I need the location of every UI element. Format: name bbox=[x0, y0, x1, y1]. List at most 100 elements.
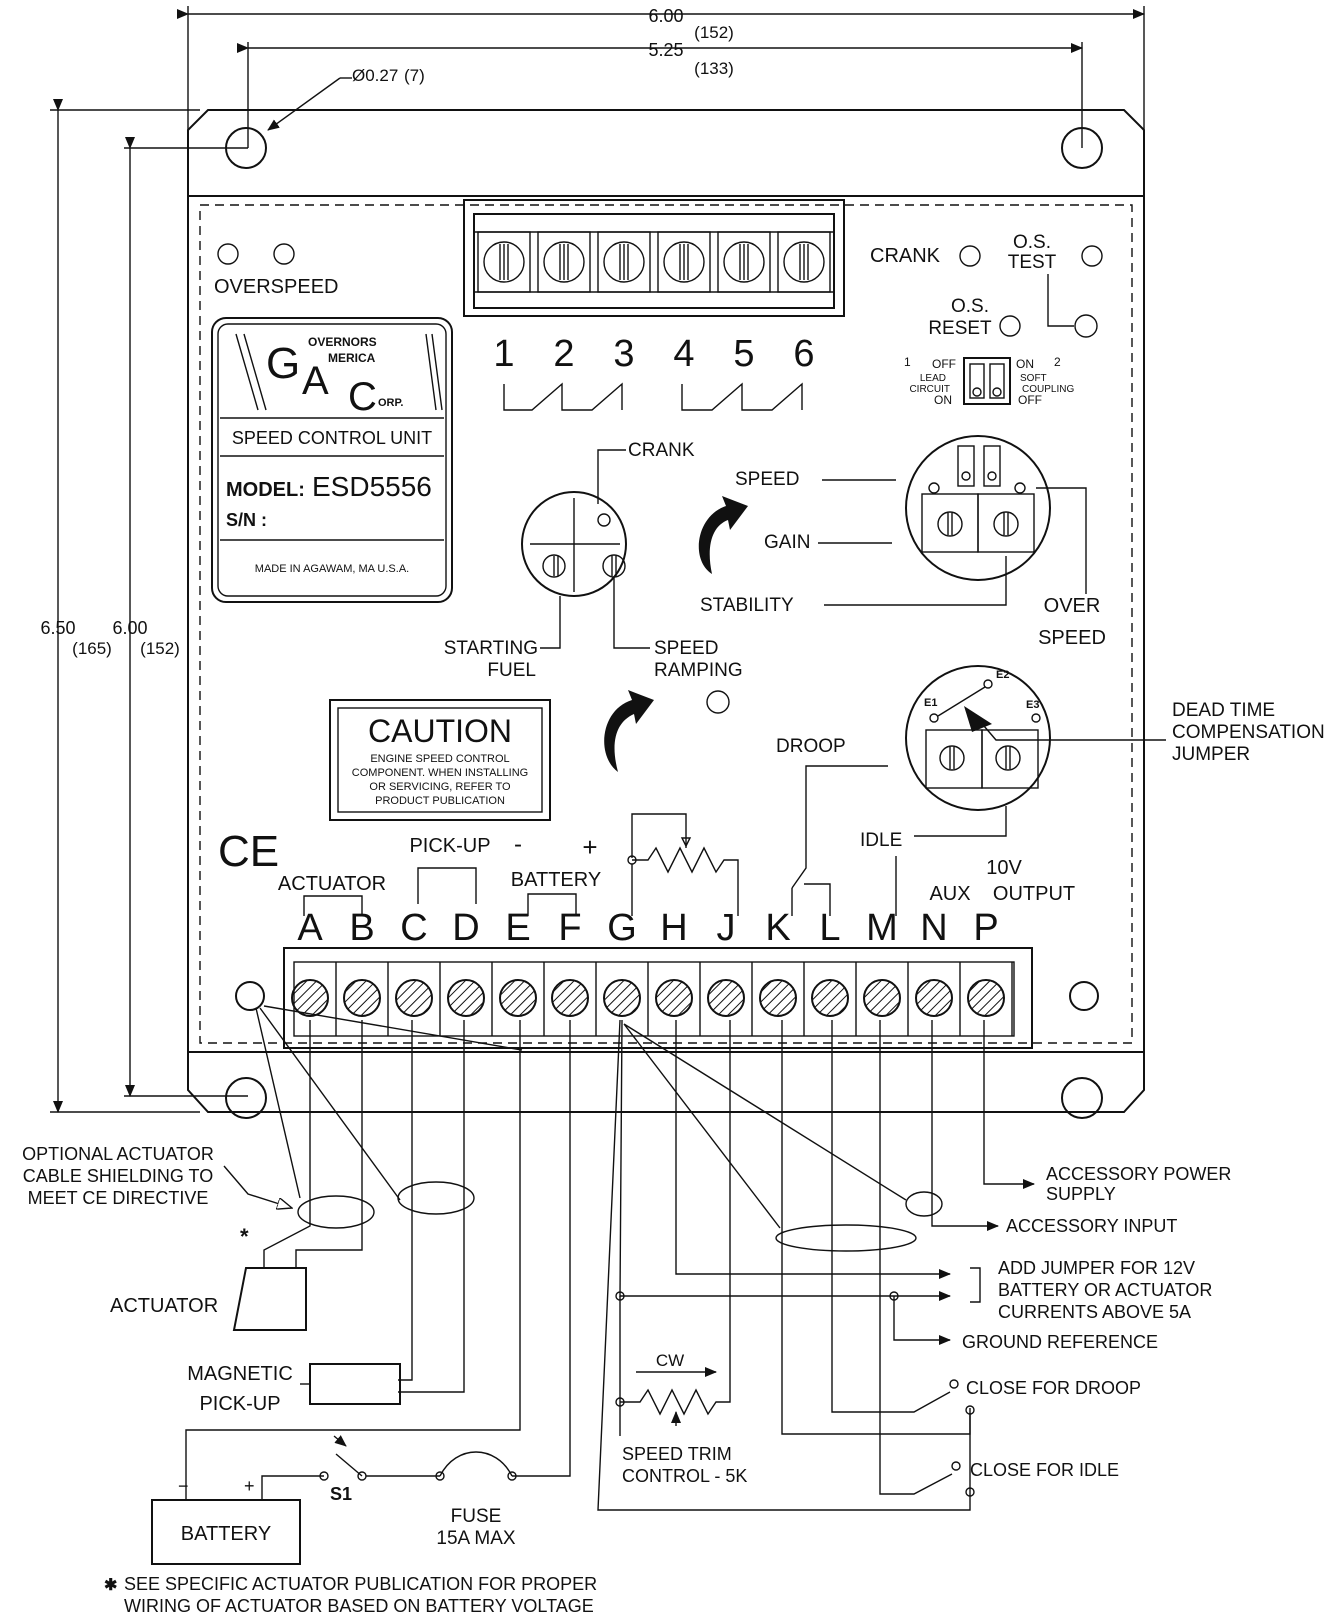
svg-text:ORP.: ORP. bbox=[378, 397, 403, 409]
svg-text:OFF: OFF bbox=[932, 357, 956, 371]
bottom-terminal-screw bbox=[395, 979, 433, 1017]
top-terminal-label: 2 bbox=[553, 333, 574, 375]
bottom-terminal-screw bbox=[603, 979, 641, 1017]
top-terminal-screw bbox=[723, 241, 765, 283]
crank-pot-label: CRANK bbox=[628, 440, 695, 461]
shield-screw-hole bbox=[235, 981, 265, 1011]
overspeed-label: OVERSPEED bbox=[214, 276, 338, 298]
top-terminal-screw bbox=[483, 241, 525, 283]
actuator-group-label: ACTUATOR bbox=[278, 873, 386, 895]
bottom-terminal-label: M bbox=[866, 907, 898, 949]
overspeed-leds: OVERSPEED bbox=[214, 243, 338, 298]
bottom-terminal-label: A bbox=[297, 907, 323, 949]
svg-text:2: 2 bbox=[1054, 355, 1061, 369]
svg-text:COUPLING: COUPLING bbox=[1022, 384, 1074, 395]
asterisk-mark: * bbox=[240, 1224, 249, 1249]
acc-power-label-2: SUPPLY bbox=[1046, 1184, 1116, 1204]
starting-fuel-label-1: STARTING bbox=[444, 638, 538, 659]
mount-hole bbox=[1061, 127, 1103, 169]
bottom-terminal-screw bbox=[655, 979, 693, 1017]
dimensions: 6.00 (152) 5.25 (133) Ø0.27 (7) 6.50 (16… bbox=[40, 6, 1145, 1113]
dead-time-label-2: COMPENSATION bbox=[1172, 722, 1325, 743]
bottom-terminal-label: N bbox=[920, 907, 947, 949]
footnote-line-1: SEE SPECIFIC ACTUATOR PUBLICATION FOR PR… bbox=[124, 1574, 597, 1594]
svg-text:E3: E3 bbox=[1026, 699, 1039, 711]
plate-title: SPEED CONTROL UNIT bbox=[232, 428, 432, 448]
bottom-terminal-label: P bbox=[973, 907, 998, 949]
mount-hole bbox=[225, 1077, 267, 1119]
battery-group-label: BATTERY bbox=[511, 869, 601, 891]
svg-text:1: 1 bbox=[904, 355, 911, 369]
svg-text:MERICA: MERICA bbox=[328, 351, 376, 365]
top-terminal-label: 6 bbox=[793, 333, 814, 375]
hole-height-mm: (152) bbox=[140, 639, 180, 658]
board bbox=[187, 109, 1145, 1119]
hole-height-in: 6.00 bbox=[112, 618, 147, 638]
jumper-label-3: CURRENTS ABOVE 5A bbox=[998, 1302, 1191, 1322]
crank-indicator-label: CRANK bbox=[870, 245, 941, 267]
shield-label-3: MEET CE DIRECTIVE bbox=[28, 1188, 209, 1208]
dead-time-pot: E1 E2 E3 DEAD TIME COMPENSATION JUMPER D… bbox=[776, 665, 1325, 916]
os-reset-label-2: RESET bbox=[928, 318, 992, 339]
bottom-terminal-screw bbox=[707, 979, 745, 1017]
speed-label: SPEED bbox=[735, 469, 799, 490]
top-terminal-label: 1 bbox=[493, 333, 514, 375]
bottom-terminal-screw bbox=[447, 979, 485, 1017]
fuse-label-1: FUSE bbox=[451, 1506, 502, 1527]
label-plate: G A C OVERNORS MERICA ORP. SPEED CONTROL… bbox=[211, 317, 453, 603]
model-value: ESD5556 bbox=[312, 471, 432, 502]
acc-power-label-1: ACCESSORY POWER bbox=[1046, 1164, 1231, 1184]
logo-a: A bbox=[302, 359, 329, 403]
bottom-terminal-label: F bbox=[558, 907, 581, 949]
svg-text:COMPONENT. WHEN INSTALLING: COMPONENT. WHEN INSTALLING bbox=[352, 767, 528, 779]
svg-text:CIRCUIT: CIRCUIT bbox=[909, 384, 950, 395]
battery-label: BATTERY bbox=[181, 1523, 271, 1545]
dip-switch: 1 OFF LEAD CIRCUIT ON 2 ON SOFT COUPLING… bbox=[904, 355, 1074, 407]
svg-text:ON: ON bbox=[934, 393, 952, 407]
close-idle-label: CLOSE FOR IDLE bbox=[970, 1460, 1119, 1480]
footnote-star: ✱ bbox=[104, 1577, 117, 1594]
os-test-label-1: O.S. bbox=[1013, 232, 1051, 253]
terminal-group-labels: ACTUATOR PICK-UP - + BATTERY AUX 10V OUT… bbox=[278, 813, 1075, 916]
acc-input-label: ACCESSORY INPUT bbox=[1006, 1216, 1177, 1236]
droop-label: DROOP bbox=[776, 736, 846, 757]
pickup-group-label: PICK-UP bbox=[409, 835, 490, 857]
external-wiring: * ACTUATOR OPTIONAL ACTUATOR CABLE SHIEL… bbox=[22, 1005, 1231, 1565]
svg-text:OFF: OFF bbox=[1018, 393, 1042, 407]
bottom-terminal-label: D bbox=[452, 907, 479, 949]
battery-plus-terminal: + bbox=[244, 1476, 255, 1496]
height-in: 6.50 bbox=[40, 618, 75, 638]
stability-label: STABILITY bbox=[700, 595, 794, 616]
svg-text:SOFT: SOFT bbox=[1020, 373, 1047, 384]
aux-label: AUX bbox=[929, 883, 970, 905]
dead-time-label-3: JUMPER bbox=[1172, 744, 1250, 765]
width-mm: (152) bbox=[694, 23, 734, 42]
sn-label: S/N : bbox=[226, 510, 267, 530]
speed-ramping-label-2: RAMPING bbox=[654, 660, 743, 681]
speed-gain-pots: SPEED GAIN STABILITY OVER SPEED bbox=[700, 435, 1106, 649]
ten-v-label: 10V bbox=[986, 857, 1022, 879]
hole-dia: Ø0.27 bbox=[352, 66, 398, 85]
overspeed-pot-label-1: OVER bbox=[1044, 595, 1101, 617]
svg-text:E2: E2 bbox=[996, 669, 1009, 681]
caution-label: CAUTION ENGINE SPEED CONTROL COMPONENT. … bbox=[329, 699, 551, 821]
dead-time-label-1: DEAD TIME bbox=[1172, 700, 1275, 721]
bottom-terminal-screw bbox=[967, 979, 1005, 1017]
ce-mark: CE bbox=[218, 827, 279, 876]
mag-pickup-label-1: MAGNETIC bbox=[187, 1363, 293, 1385]
top-terminal-screw bbox=[783, 241, 825, 283]
mag-pickup-label-2: PICK-UP bbox=[199, 1393, 280, 1415]
bottom-terminal-label: J bbox=[717, 907, 736, 949]
speed-ramping-label-1: SPEED bbox=[654, 638, 718, 659]
top-terminal-screw bbox=[663, 241, 705, 283]
caution-title: CAUTION bbox=[368, 713, 512, 749]
footnote: ✱ SEE SPECIFIC ACTUATOR PUBLICATION FOR … bbox=[104, 1574, 597, 1616]
bottom-terminal-screw bbox=[811, 979, 849, 1017]
gain-label: GAIN bbox=[764, 532, 810, 553]
cw-label: CW bbox=[656, 1351, 684, 1370]
shield-label-1: OPTIONAL ACTUATOR bbox=[22, 1144, 214, 1164]
bottom-terminal-label: E bbox=[505, 907, 530, 949]
